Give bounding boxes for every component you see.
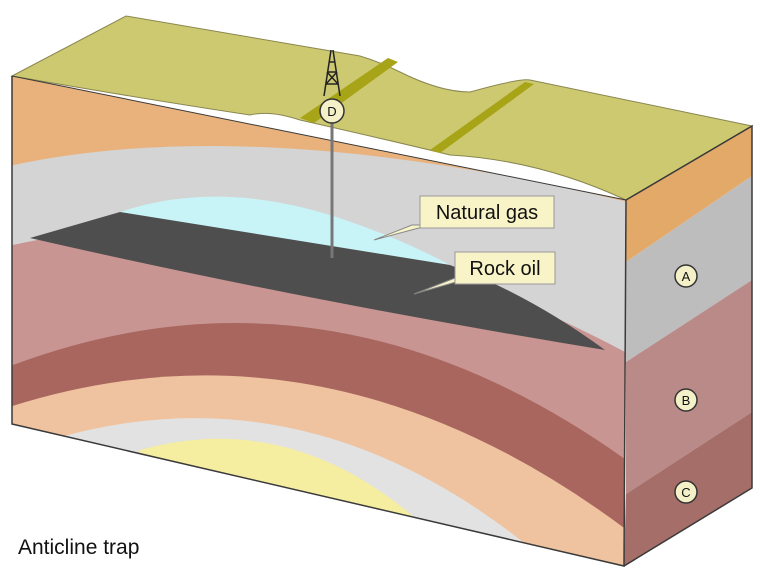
- callout-natural-gas-box: [419, 195, 555, 229]
- callout-rock-oil-box: [454, 251, 556, 285]
- side-layer-b: [626, 280, 752, 494]
- marker-a-label: A: [682, 269, 691, 284]
- marker-b: B: [674, 388, 698, 412]
- marker-b-label: B: [682, 393, 691, 408]
- road-strip-right: [430, 82, 534, 153]
- marker-c-label: C: [681, 485, 690, 500]
- marker-a-circle: [674, 264, 698, 288]
- marker-c-circle: [674, 480, 698, 504]
- marker-d-label: D: [327, 104, 336, 119]
- rock-oil-layer: [30, 212, 605, 350]
- rock-oil-label: Rock oil: [469, 258, 540, 280]
- side-surface-band: [626, 126, 752, 262]
- diagram-caption: Anticline trap: [18, 536, 140, 559]
- natural-gas-label: Natural gas: [436, 202, 538, 224]
- surface-ground: [10, 15, 754, 201]
- marker-d-circle: [319, 98, 345, 124]
- natural-gas-pocket-fill: [120, 199, 450, 265]
- marker-c: C: [674, 480, 698, 504]
- callout-natural-gas: Natural gas: [373, 195, 555, 241]
- marker-a: A: [674, 264, 698, 288]
- marker-b-circle: [674, 388, 698, 412]
- block-outline-top: [11, 75, 627, 201]
- callout-rock-oil: Rock oil: [413, 251, 556, 295]
- drill-rig: D: [319, 49, 345, 258]
- derrick-icon: [323, 49, 341, 97]
